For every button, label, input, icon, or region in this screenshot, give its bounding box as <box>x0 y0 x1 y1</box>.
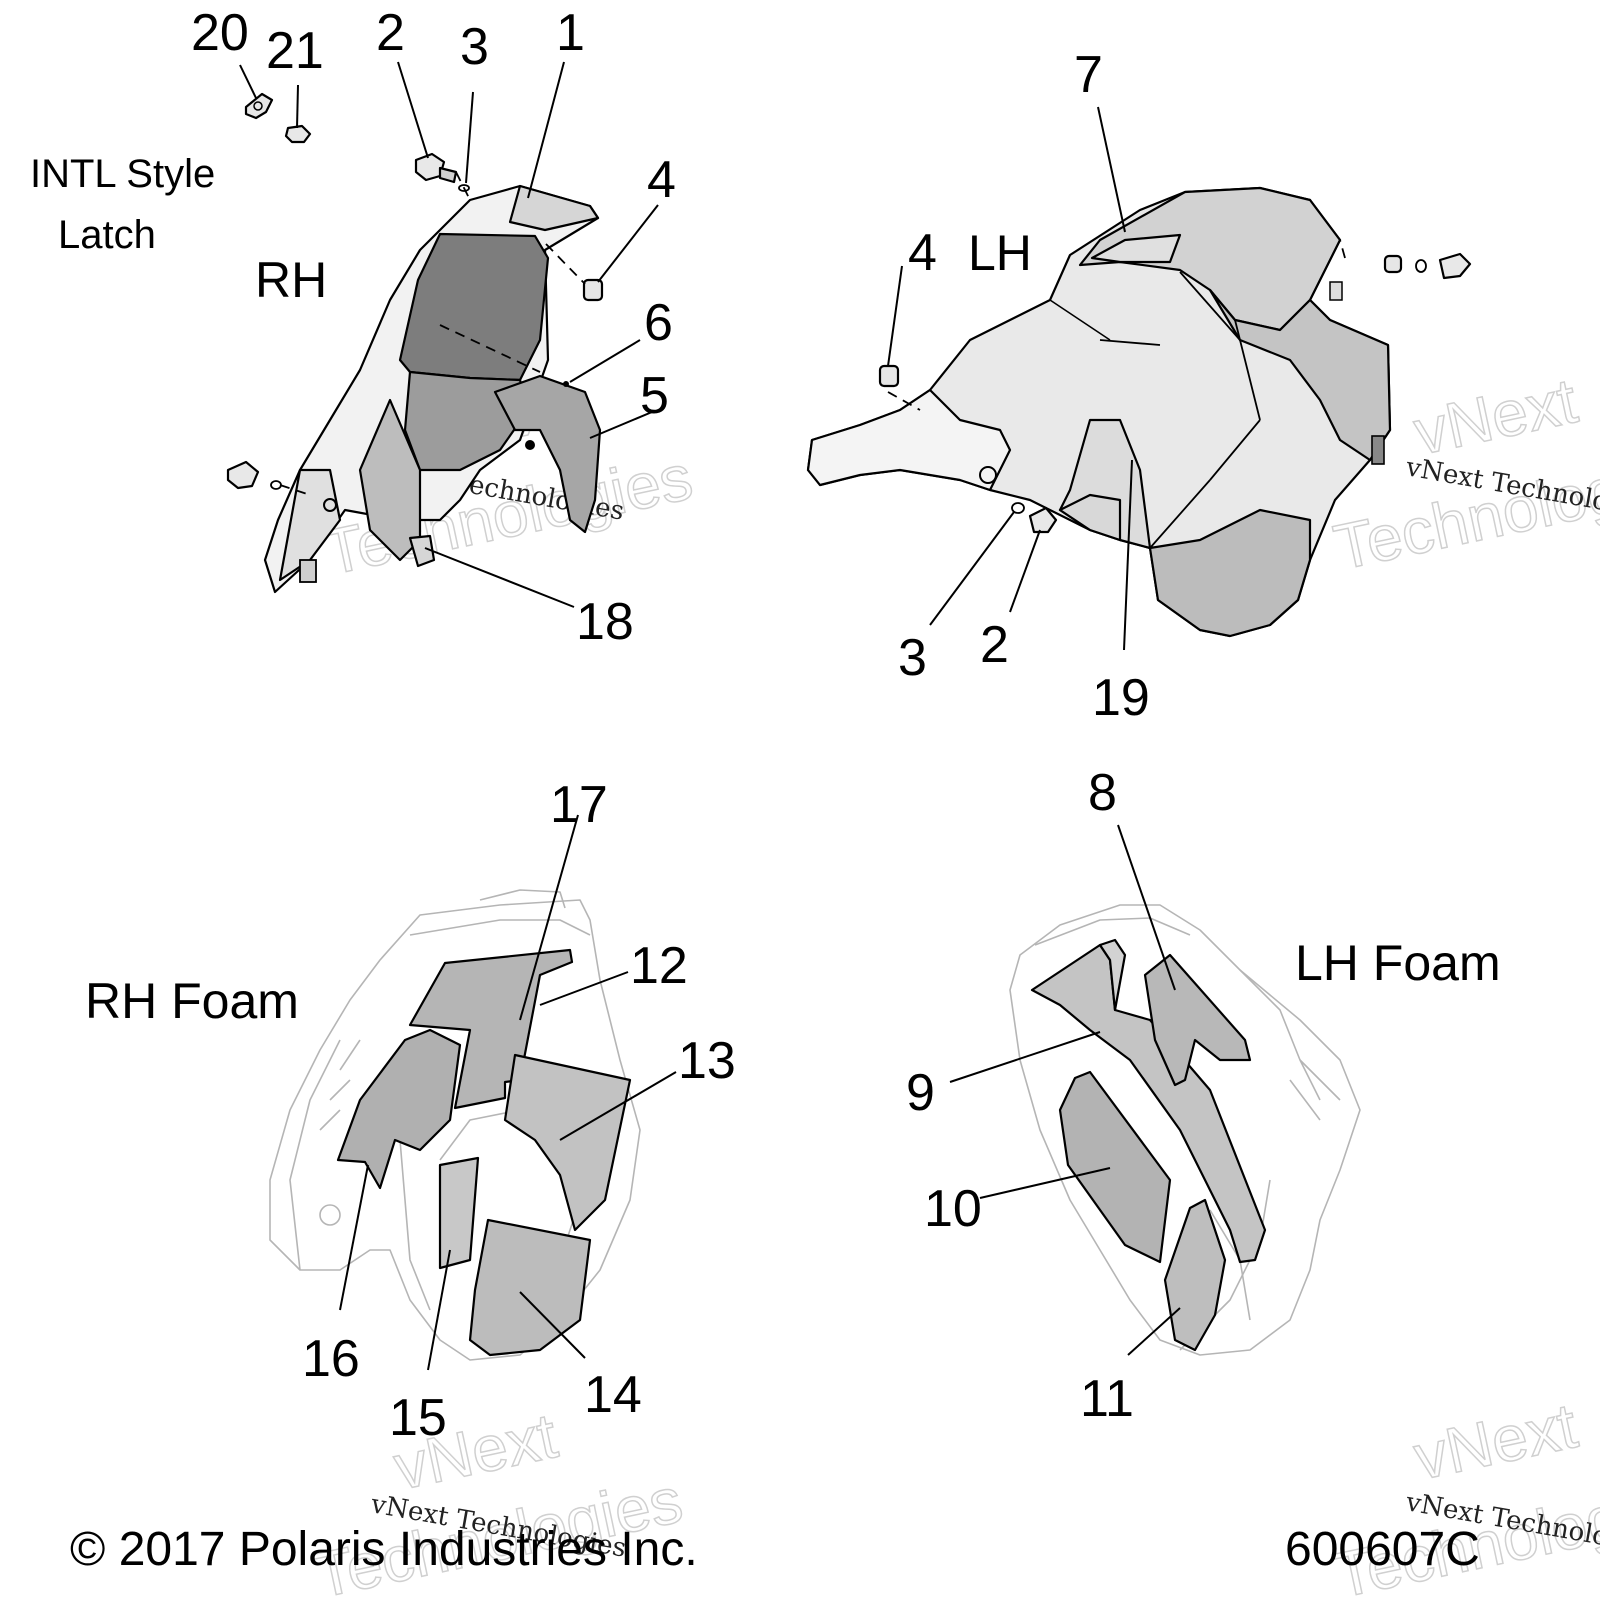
callout-numbers: 20 21 2 3 1 4 6 5 18 7 4 3 2 19 17 12 13… <box>191 4 1150 1447</box>
fastener-2-lh <box>1011 502 1058 534</box>
callout-20: 20 <box>191 4 249 62</box>
footer: © 2017 Polaris Industries Inc. 600607C <box>70 1523 1480 1576</box>
rh-fender-body <box>263 171 602 594</box>
section-labels: INTL Style Latch RH LH RH Foam LH Foam <box>30 152 1501 1029</box>
callout-4: 4 <box>647 151 676 209</box>
callout-3: 3 <box>460 18 489 76</box>
nut-4-rh <box>582 278 604 302</box>
callout-16: 16 <box>302 1330 360 1388</box>
lh-fender-assembly <box>806 186 1472 638</box>
callout-13: 13 <box>678 1032 736 1090</box>
callout-14: 14 <box>584 1366 642 1424</box>
foam-pieces-lh <box>1030 938 1267 1352</box>
intl-style-label: INTL Style <box>30 152 215 196</box>
fastener-2-top <box>414 152 458 184</box>
copyright-text: © 2017 Polaris Industries Inc. <box>70 1523 698 1576</box>
fasteners-right <box>1383 252 1472 280</box>
callout-17: 17 <box>550 776 608 834</box>
lh-foam-assembly <box>1009 904 1361 1356</box>
rh-fender-assembly <box>226 92 604 594</box>
callout-6: 6 <box>644 294 673 352</box>
rh-foam-label: RH Foam <box>85 973 299 1029</box>
rh-foam-ghost-fender <box>269 889 641 1361</box>
latch-label: Latch <box>58 213 156 257</box>
foam-piece-10 <box>1058 1070 1172 1264</box>
callout-2-lh: 2 <box>980 616 1009 674</box>
watermark-brand: vNext <box>1408 1389 1583 1493</box>
callout-7: 7 <box>1074 46 1103 104</box>
leader-lines <box>239 61 1181 1371</box>
callout-5: 5 <box>640 367 669 425</box>
watermark-brand: vNext <box>1408 364 1583 468</box>
foam-piece-11 <box>1163 1198 1227 1352</box>
callout-4-lh: 4 <box>908 224 937 282</box>
screw-6 <box>563 381 569 387</box>
callout-1: 1 <box>556 4 585 62</box>
foam-piece-13 <box>503 1053 632 1232</box>
callout-21: 21 <box>266 22 324 80</box>
latch-part-21 <box>284 124 312 144</box>
nut-4-lh <box>878 364 900 388</box>
foam-piece-16 <box>336 1028 462 1190</box>
foam-piece-9-edge <box>1098 938 1127 1012</box>
lh-fender-body <box>806 186 1392 638</box>
callout-11: 11 <box>1080 1370 1134 1428</box>
callout-2: 2 <box>376 4 405 62</box>
rh-foam-assembly <box>269 889 641 1361</box>
callout-19: 19 <box>1092 669 1150 727</box>
clip-18 <box>408 534 436 568</box>
fastener-2-side <box>226 460 282 490</box>
foam-piece-15 <box>438 1156 480 1270</box>
foam-piece-12 <box>408 948 574 1110</box>
lh-label: LH <box>968 225 1032 281</box>
callout-3-lh: 3 <box>898 629 927 687</box>
latch-part-20 <box>244 92 274 120</box>
washer-3-top <box>458 184 470 192</box>
callout-15: 15 <box>389 1389 447 1447</box>
foam-piece-8 <box>1143 953 1252 1087</box>
rh-label: RH <box>255 252 327 308</box>
foam-piece-14 <box>468 1218 592 1357</box>
foam-pieces-rh <box>336 948 632 1357</box>
callout-9: 9 <box>906 1064 935 1122</box>
callout-18: 18 <box>576 593 634 651</box>
figure-id: 600607C <box>1285 1523 1480 1576</box>
callout-12: 12 <box>630 937 688 995</box>
callout-10: 10 <box>924 1180 982 1238</box>
callout-8: 8 <box>1088 764 1117 822</box>
lh-foam-label: LH Foam <box>1295 935 1501 991</box>
